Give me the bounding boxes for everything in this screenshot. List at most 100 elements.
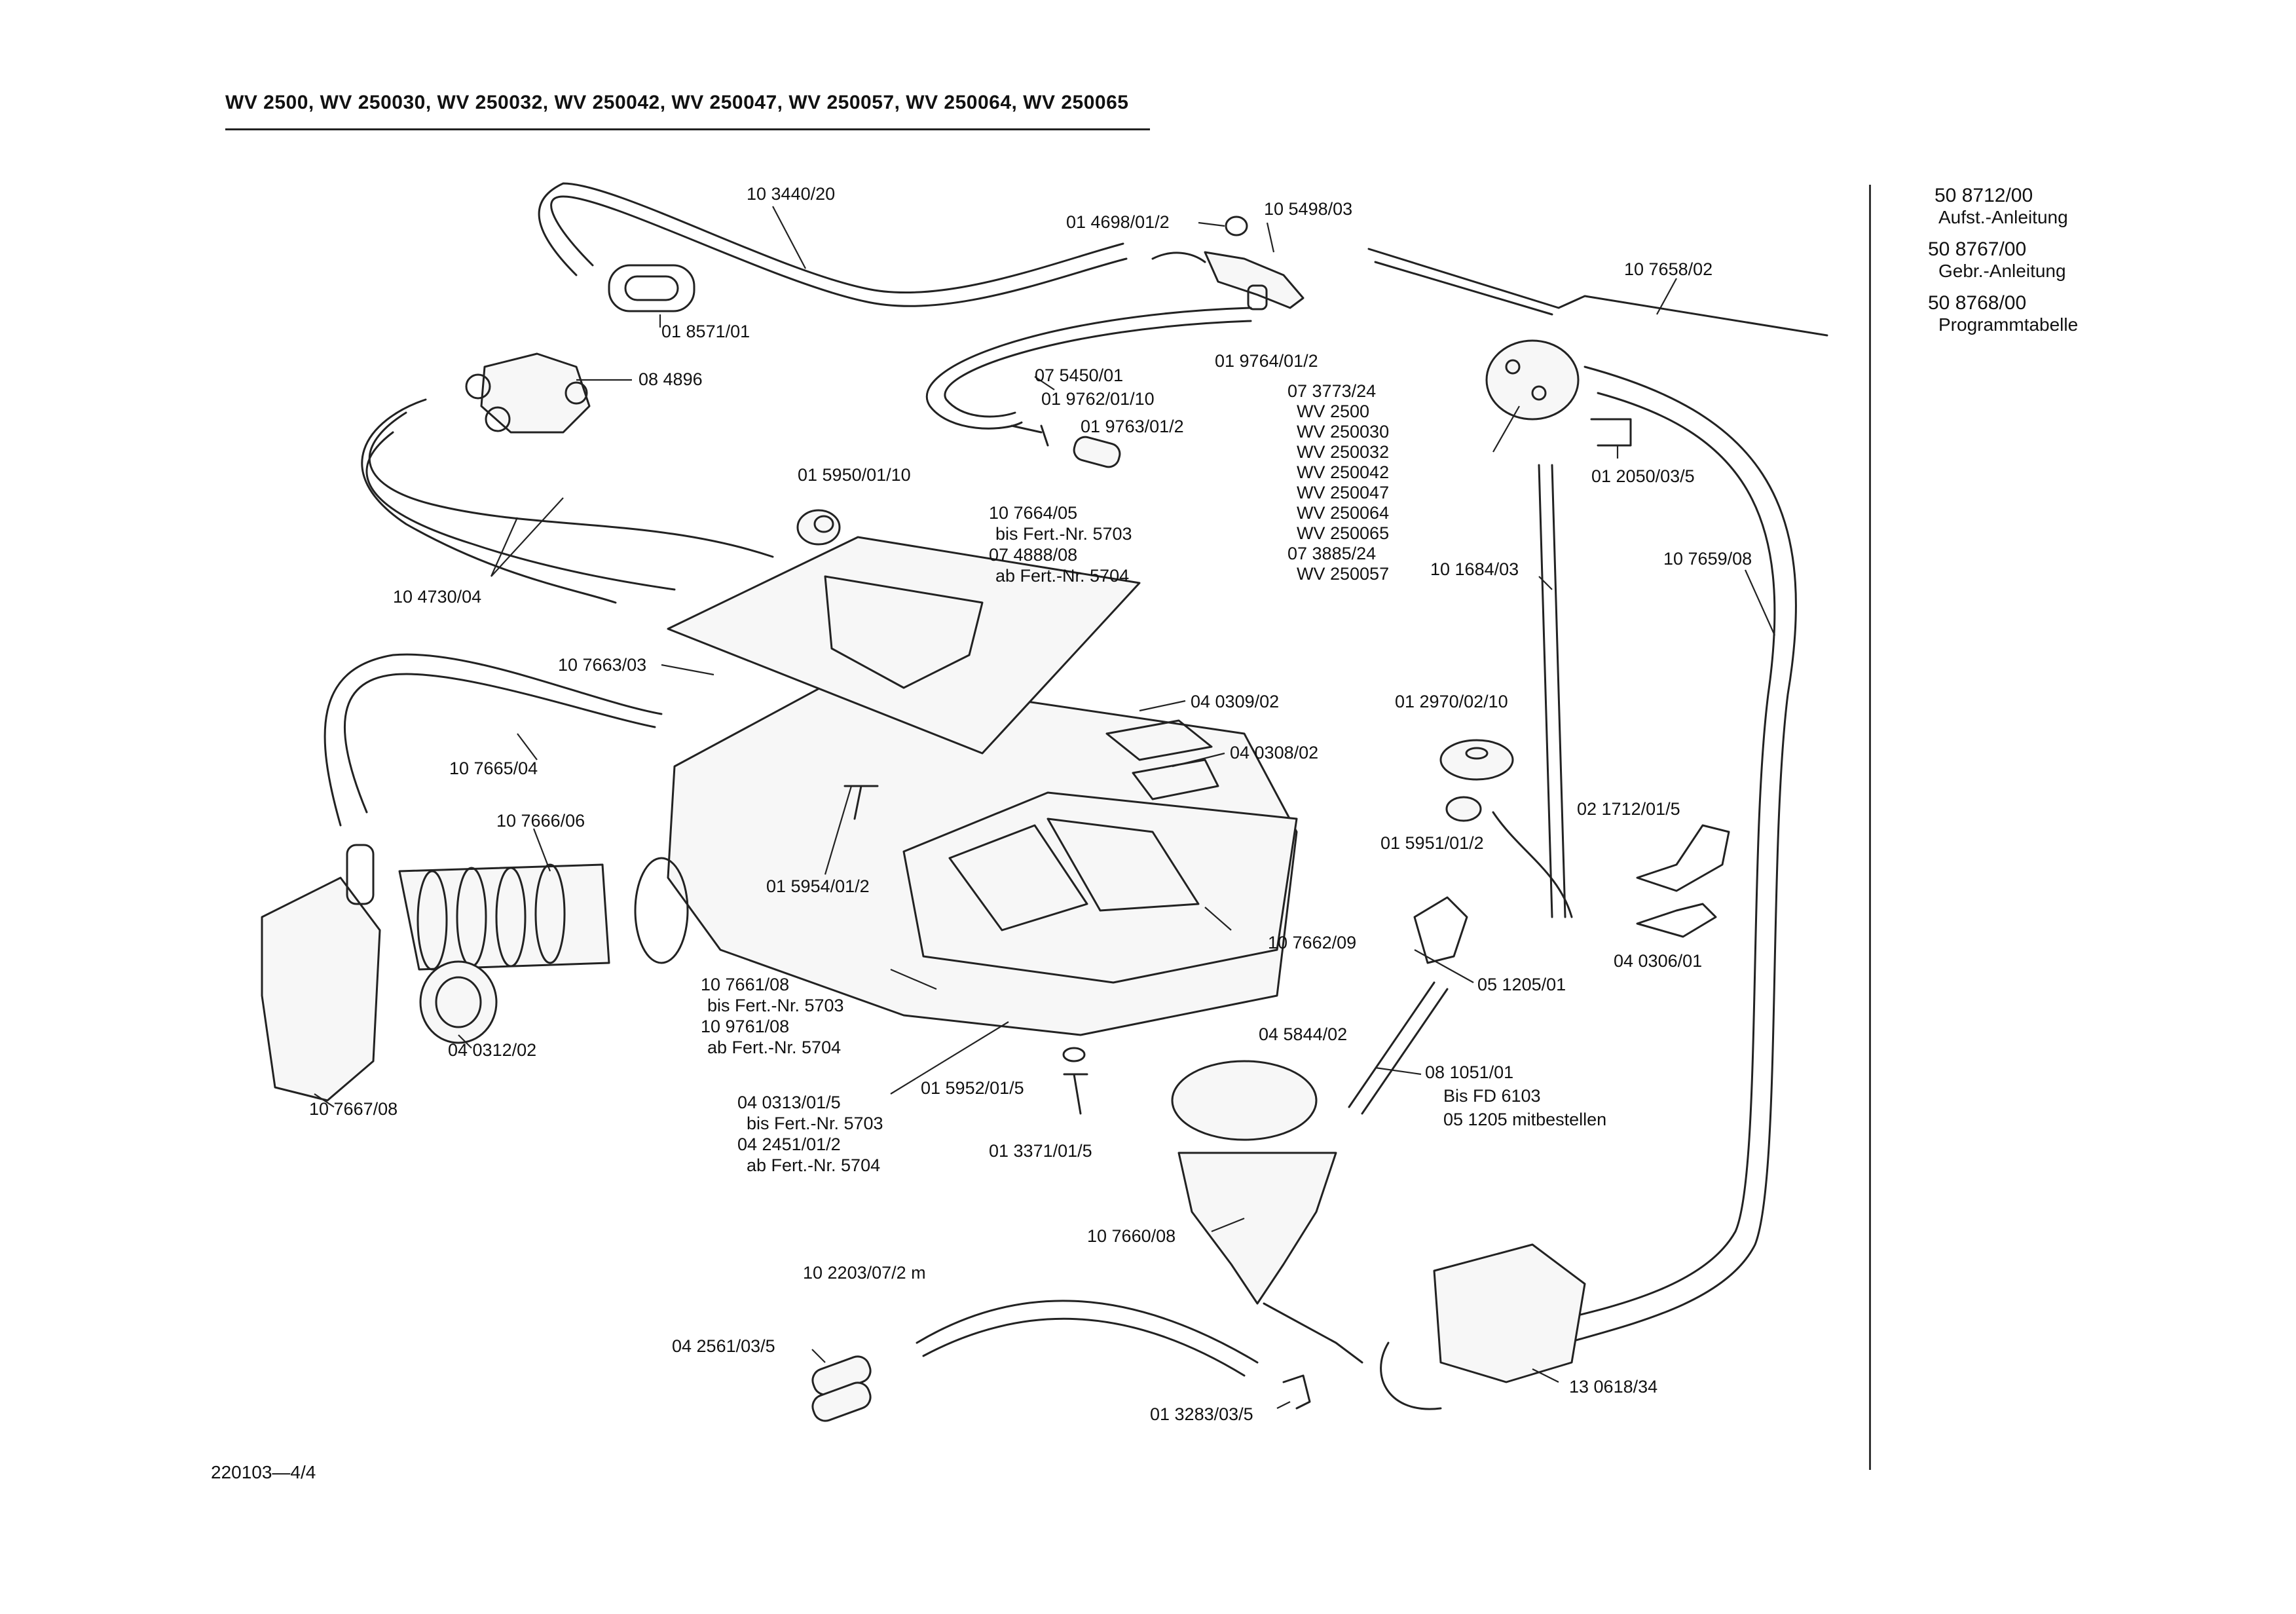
callout-012050: 01 2050/03/5 [1591, 466, 1695, 486]
callout-019764: 01 9764/01/2 [1215, 351, 1318, 371]
leader-042561 [811, 1349, 826, 1363]
hose-081051 [1348, 981, 1435, 1108]
callout-081051-line-1: 08 1051/01 [1425, 1062, 1513, 1082]
callout-107661-line-1: 10 7661/08 [701, 975, 789, 994]
leader-081051 [1375, 1066, 1422, 1076]
hose-103440 [550, 195, 1128, 307]
leader-040308 [1172, 752, 1225, 768]
callout-107664-line-3: 07 4888/08 [989, 545, 1077, 565]
doc-description-2: Gebr.-Anleitung [1938, 261, 2066, 281]
drawer-107662 [902, 791, 1298, 984]
doc-description-1: Aufst.-Anleitung [1938, 207, 2068, 227]
leader-107660 [1211, 1217, 1245, 1233]
gasket-018571-inner [624, 275, 679, 301]
callout-130618: 13 0618/34 [1569, 1377, 1657, 1397]
callout-015952: 01 5952/01/5 [921, 1078, 1024, 1098]
callout-040309: 04 0309/02 [1191, 692, 1279, 711]
callout-014698: 01 4698/01/2 [1066, 212, 1170, 232]
leader-014698 [1198, 221, 1225, 227]
callout-040313-line-4: ab Fert.-Nr. 5704 [747, 1155, 880, 1175]
hose-081051-edge [1361, 988, 1449, 1115]
bumper-012970 [1439, 739, 1514, 781]
dispenser-lid-107664 [667, 536, 1141, 755]
callout-labels: 10 3440/20 01 8571/01 08 4896 10 4730/04… [309, 184, 1752, 1424]
callout-105498: 10 5498/03 [1264, 199, 1352, 219]
callout-081051-line-2: Bis FD 6103 [1443, 1086, 1541, 1106]
grommet-015950-hole [813, 515, 834, 533]
hose-104730-a [361, 398, 617, 604]
callout-073773-line-10: WV 250057 [1297, 564, 1389, 584]
callout-107663: 10 7663/03 [558, 655, 646, 675]
leader-013283 [1276, 1401, 1291, 1409]
hose-021712 [1492, 811, 1573, 918]
callout-073773-line-6: WV 250047 [1297, 483, 1389, 502]
bellows-107666 [398, 863, 610, 971]
leader-075450 [1034, 376, 1055, 390]
callout-107664-line-1: 10 7664/05 [989, 503, 1077, 523]
connector-019762 [1010, 424, 1049, 447]
callout-107661-line-3: 10 9761/08 [701, 1017, 789, 1036]
leader-103440 [772, 206, 806, 269]
callout-073773-line-4: WV 250032 [1297, 442, 1389, 462]
hose-104730-b [368, 411, 774, 558]
callout-107660: 10 7660/08 [1087, 1226, 1176, 1246]
callout-073773-line-1: 07 3773/24 [1287, 381, 1376, 401]
hose-107659-edge [1544, 392, 1776, 1324]
callout-012970: 01 2970/02/10 [1395, 692, 1508, 711]
screw-013371 [1063, 1073, 1088, 1115]
callout-107662: 10 7662/09 [1268, 933, 1356, 952]
elbow-107667-inlet [346, 844, 375, 905]
callout-107658: 10 7658/02 [1624, 259, 1713, 279]
callout-107664: 10 7664/05 bis Fert.-Nr. 5703 07 4888/08… [989, 503, 1135, 586]
hose-075450-edge [944, 320, 1252, 418]
fitting-019764 [1247, 284, 1268, 310]
clamp-045844 [1171, 1060, 1318, 1141]
doc-number-1: 50 8712/00 [1935, 185, 2033, 206]
callout-081051-line-3: 05 1205 mitbestellen [1443, 1110, 1606, 1129]
clip-040306-a [1636, 824, 1730, 892]
callout-042561: 04 2561/03/5 [672, 1336, 775, 1356]
drain-pump-outlet [1380, 1342, 1442, 1410]
connector-013283 [1282, 1374, 1311, 1410]
hose-104730-c [365, 431, 676, 591]
callout-040313-line-1: 04 0313/01/5 [737, 1093, 841, 1112]
callout-107666: 10 7666/06 [496, 811, 585, 831]
pressure-switch-073773 [1485, 339, 1580, 421]
leader-104730-a [490, 517, 519, 577]
hose-102203 [916, 1300, 1259, 1364]
drawer-compartment-2 [1046, 817, 1200, 912]
tube-101684 [1538, 464, 1553, 918]
leader-040312 [458, 1034, 472, 1049]
washer-015952 [1062, 1047, 1086, 1062]
callout-018571: 01 8571/01 [661, 322, 750, 341]
leader-107658 [1656, 278, 1677, 315]
callout-040313: 04 0313/01/5 bis Fert.-Nr. 5703 04 2451/… [737, 1093, 886, 1175]
leader-105498 [1266, 222, 1275, 253]
doc-number-3: 50 8768/00 [1928, 292, 2027, 314]
valve-port-1 [465, 373, 491, 400]
hose-075450 [925, 307, 1252, 430]
bellows-rib-4 [534, 863, 566, 964]
valve-084896 [480, 352, 591, 434]
fitting-connector [1151, 252, 1206, 263]
screw-015954 [843, 785, 879, 820]
leader-104730-b [491, 497, 564, 577]
callout-015950: 01 5950/01/10 [798, 465, 911, 485]
bellows-rib-1 [417, 870, 448, 971]
leader-107659 [1744, 569, 1776, 636]
elbow-107667 [261, 876, 381, 1102]
callout-104730: 10 4730/04 [393, 587, 481, 607]
doc-description-3: Programmtabelle [1938, 314, 2079, 335]
leader-051205 [1414, 949, 1474, 983]
callout-073773: 07 3773/24 WV 2500 WV 250030 WV 250032 W… [1287, 381, 1392, 584]
switch-terminal-2 [1531, 385, 1547, 401]
bellows-rib-3 [495, 867, 527, 967]
callout-013371: 01 3371/01/5 [989, 1141, 1092, 1161]
oring-014698 [1225, 216, 1248, 236]
clip-012050 [1590, 418, 1632, 447]
grommet-015951 [1445, 796, 1482, 822]
title-underline [225, 128, 1150, 130]
drawer-compartment-1 [948, 824, 1088, 931]
bracket-051205 [1413, 896, 1468, 964]
callout-102203: 10 2203/07/2 m [803, 1263, 926, 1283]
